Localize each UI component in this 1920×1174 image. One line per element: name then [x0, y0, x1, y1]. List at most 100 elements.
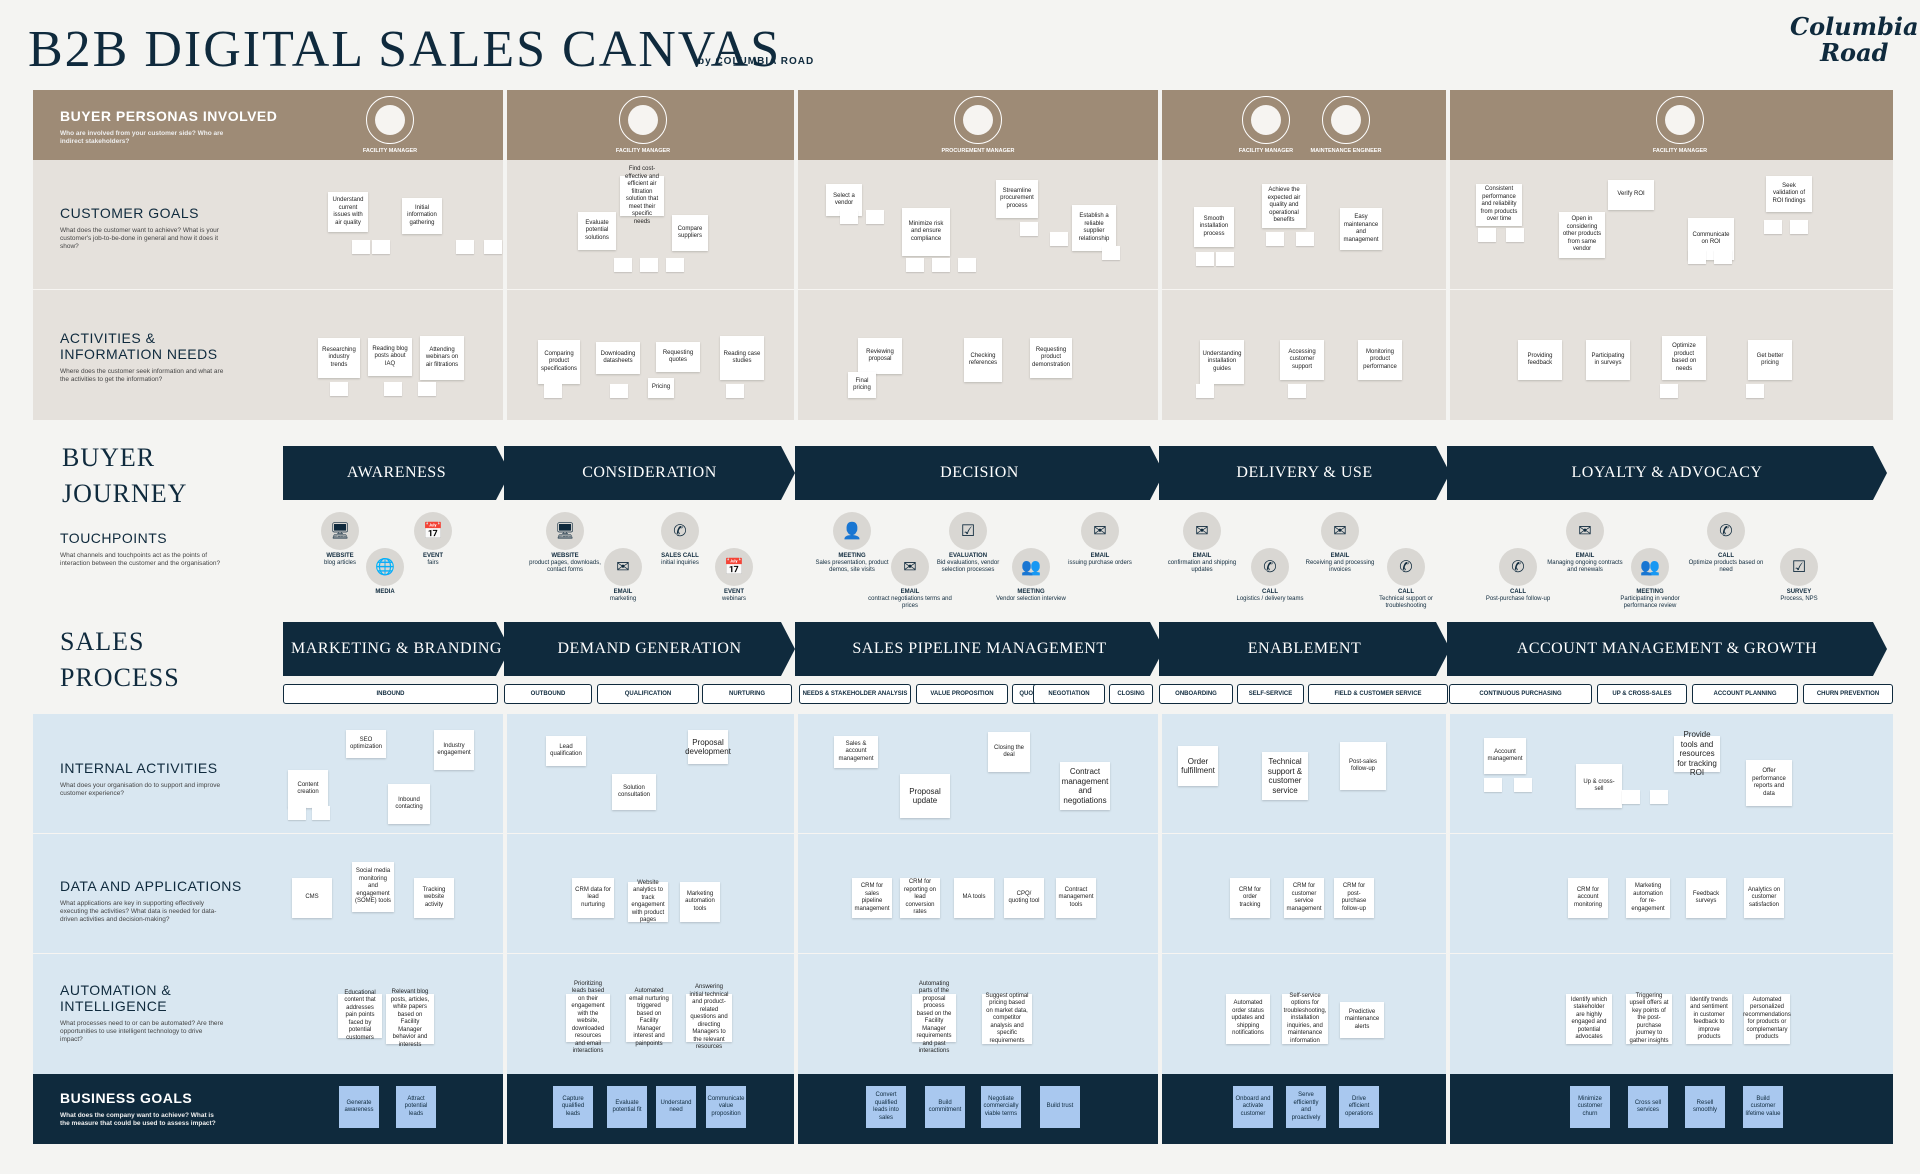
- mini-note: [1216, 252, 1234, 266]
- sales-stage: ACCOUNT MANAGEMENT & GROWTH: [1447, 622, 1887, 676]
- touchpoint-detail: product pages, downloads, contact forms: [529, 560, 601, 573]
- column-divider: [503, 90, 507, 420]
- touchpoint-type: MEETING: [1636, 589, 1664, 595]
- mini-note: [1746, 384, 1764, 398]
- phone-icon: ✆: [1251, 548, 1289, 586]
- persona-3: PROCUREMENT MANAGER: [918, 96, 1038, 154]
- touchpoint-detail: blog articles: [323, 560, 356, 566]
- touchpoint-detail: marketing: [609, 596, 637, 602]
- mini-note: [1050, 232, 1068, 246]
- business-goal-note: Communicate value proposition: [706, 1086, 746, 1128]
- sticky-note: Get better pricing: [1748, 340, 1792, 380]
- journey-stage: DELIVERY & USE: [1159, 446, 1450, 500]
- touchpoint-type: EVENT: [723, 589, 744, 595]
- mail-icon: ✉: [1081, 512, 1119, 550]
- sub-stage: CONTINUOUS PURCHASING: [1449, 684, 1592, 704]
- column-divider: [794, 714, 798, 1144]
- touchpoint-type: SURVEY: [1786, 589, 1812, 595]
- sticky-note: Initial information gathering: [402, 198, 442, 234]
- business-goal-note: Negotiate commercially viable terms: [981, 1086, 1021, 1128]
- business-goal-note: Understand need: [656, 1086, 696, 1128]
- sticky-note: SEO optimization: [346, 730, 386, 758]
- mini-note: [1514, 778, 1532, 792]
- mini-note: [1790, 220, 1808, 234]
- business-goal-note: Onboard and activate customer: [1233, 1086, 1273, 1128]
- mini-note: [1650, 790, 1668, 804]
- sticky-note: Understanding installation guides: [1200, 340, 1244, 384]
- page-title: B2B DIGITAL SALES CANVAS: [28, 21, 782, 78]
- sticky-note: Sales & account management: [834, 736, 878, 768]
- touchpoint-detail: webinars: [721, 596, 746, 602]
- sub-stage: ONBOARDING: [1159, 684, 1233, 704]
- sticky-note: Automated order status updates and shipp…: [1226, 994, 1270, 1044]
- mail-icon: ✉: [1183, 512, 1221, 550]
- sticky-note: Smooth installation process: [1194, 207, 1234, 247]
- laptop-icon: 🖥: [546, 512, 584, 550]
- sticky-note: Identify which stakeholder are highly en…: [1566, 994, 1612, 1044]
- persona-title: PROCUREMENT MANAGER: [941, 148, 1015, 154]
- touchpoint-detail: Sales presentation, product demos, site …: [815, 560, 889, 573]
- touchpoint-type: EMAIL: [1575, 553, 1595, 559]
- touchpoint-type: WEBSITE: [551, 553, 579, 559]
- touchpoint-detail: Post-purchase follow-up: [1485, 596, 1551, 602]
- mini-note: [1266, 232, 1284, 246]
- sticky-note: CRM for post-purchase follow-up: [1334, 878, 1374, 918]
- sticky-note: Checking references: [964, 338, 1002, 382]
- persona-title: FACILITY MANAGER: [1238, 148, 1294, 154]
- sticky-note: Suggest optimal pricing based on market …: [982, 993, 1032, 1044]
- sticky-note: CRM for order tracking: [1230, 878, 1270, 918]
- sticky-note: Establish a reliable supplier relationsh…: [1072, 205, 1116, 251]
- mail-icon: ✉: [1566, 512, 1604, 550]
- journey-stage: CONSIDERATION: [504, 446, 795, 500]
- sticky-note: Understand current issues with air quali…: [328, 192, 368, 232]
- mini-note: [418, 382, 436, 396]
- column-divider: [1446, 714, 1450, 1144]
- mini-note: [906, 258, 924, 272]
- sub-stage: SELF-SERVICE: [1237, 684, 1304, 704]
- sticky-note: Closing the deal: [988, 732, 1030, 772]
- touchpoint-detail: Logistics / delivery teams: [1236, 596, 1304, 602]
- people-icon: 👥: [1012, 548, 1050, 586]
- sticky-note: Comparing product specifications: [538, 340, 580, 384]
- mini-note: [1622, 790, 1640, 804]
- touchpoint-detail: Technical support or troubleshooting: [1379, 596, 1433, 609]
- persona-title: FACILITY MANAGER: [1652, 148, 1708, 154]
- sticky-note: Attending webinars on air filtrations: [420, 336, 464, 380]
- sticky-note: Industry engagement: [434, 730, 474, 770]
- sticky-note: CPQ/ quoting tool: [1004, 878, 1044, 918]
- sticky-note: Answering initial technical and product-…: [686, 984, 732, 1050]
- checklist-icon: ☑: [949, 512, 987, 550]
- touchpoint-detail: Receiving and processing invoices: [1305, 560, 1375, 573]
- mini-note: [1478, 228, 1496, 242]
- mini-note: [352, 240, 370, 254]
- people-icon: 👥: [1631, 548, 1669, 586]
- sticky-note: Contract management and negotiations: [1060, 762, 1110, 810]
- touchpoint-type: MEETING: [838, 553, 866, 559]
- business-goal-note: Minimize customer churn: [1570, 1086, 1610, 1128]
- mini-note: [288, 806, 306, 820]
- sticky-note: CRM for customer service management: [1284, 878, 1324, 918]
- sticky-note: Find cost-effective and efficient air fi…: [620, 166, 664, 225]
- globe-icon: 🌐: [366, 548, 404, 586]
- persona-4: FACILITY MANAGER: [1206, 96, 1326, 154]
- sticky-note: Seek validation of ROI findings: [1766, 176, 1812, 212]
- mini-note: [1506, 228, 1524, 242]
- sticky-note: Proposal development: [685, 730, 731, 764]
- persona-avatar-icon: [1322, 96, 1370, 144]
- mini-note: [1102, 246, 1120, 260]
- phone-icon: ✆: [661, 512, 699, 550]
- touchpoint-type: SALES CALL: [661, 553, 699, 559]
- mini-note: [726, 384, 744, 398]
